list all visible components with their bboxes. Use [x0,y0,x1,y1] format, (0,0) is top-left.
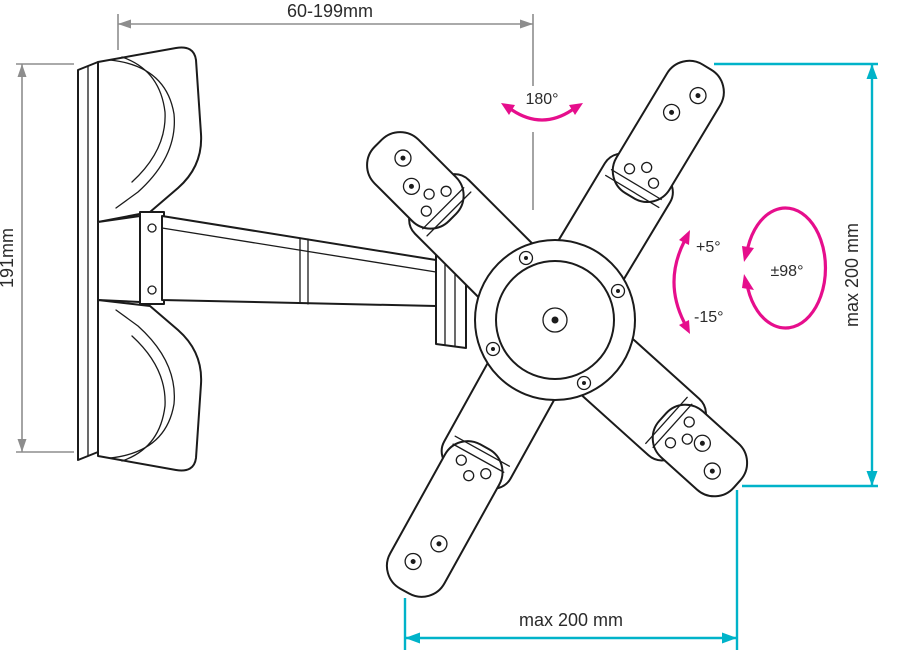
arm-outer-bracket [611,59,725,203]
pivot-block [139,211,165,305]
joint-hole [641,161,653,174]
rotation-annotation: 180° [501,91,583,210]
vesa-plate [366,59,749,598]
arm-beam-face-line [161,227,437,273]
joint-hole [455,454,467,466]
ring-hole-center [616,289,620,293]
rotation-arrowhead-left [501,103,515,115]
arm-seam-1 [645,396,688,445]
arm-seam-1 [426,191,472,237]
swivel-arrowhead-top [742,246,754,262]
arrowhead-bottom [17,439,27,452]
swivel-arrowhead-bottom [742,274,754,290]
joint-hole [683,416,695,428]
top-cover-curve-inner [121,56,166,183]
arrowhead-top [866,64,878,79]
arm-seam-2 [422,187,465,230]
screw-hole-center [400,155,406,161]
arrowhead-top [17,64,27,77]
wall-bracket [77,46,203,472]
ring-hole-center [582,381,586,385]
joint-hole [681,433,693,445]
bracket-height-label: 191mm [0,228,17,288]
pivot-screw-top [147,223,157,233]
arrowhead-left [118,19,131,29]
arrowhead-right [520,19,533,29]
screw-hole-center [669,109,675,115]
bottom-cover [97,299,203,472]
top-cover [97,46,203,223]
arm-beam [161,215,437,307]
tilt-arrowhead-down [679,320,690,334]
arm-seam-1 [454,435,511,467]
vesa-vertical-label: max 200 mm [842,223,862,327]
swivel-annotation: ±98° [742,206,828,330]
rotation-label: 180° [525,91,558,108]
swivel-label: ±98° [771,263,804,280]
ring-hole-center [524,256,528,260]
bottom-cover-curve-outer [109,309,176,459]
screw-hole-center [436,541,442,547]
joint-hole [420,205,432,217]
pivot-screw-bottom [147,285,157,295]
rotation-arc [510,108,574,122]
vesa-horizontal-label: max 200 mm [519,610,623,630]
tilt-up-label: +5° [696,239,721,256]
joint-hole [623,163,636,175]
dimension-bottom: max 200 mm [403,490,739,650]
screw-hole-center [695,93,701,99]
ring-hole-center [491,347,495,351]
arm-seam-1 [605,174,660,209]
joint-hole [463,470,475,482]
screw-hole-center [410,558,416,564]
joint-hole [480,468,492,480]
top-cover-curve-outer [109,59,176,209]
arrowhead-right [722,632,737,644]
middle-section [97,215,141,303]
arrowhead-bottom [866,471,878,486]
vesa-center [474,239,636,401]
screw-hole-center [709,468,715,474]
arm-seam-2 [652,403,693,448]
dimension-top: 60-199mm [117,1,534,86]
dimension-left: 191mm [0,63,74,453]
screw-hole-center [408,183,414,189]
rotation-arrowhead-right [569,103,583,115]
joint-hole [664,437,677,449]
dimension-right: max 200 mm [714,62,878,488]
joint-hole [647,177,660,189]
screw-hole-center [699,440,705,446]
joint-hole [423,188,435,200]
joint-hole [440,185,452,197]
bottom-cover-curve-inner [121,335,166,462]
tilt-arc [672,240,686,324]
arm-seam-2 [452,443,505,473]
arm-extension-label: 60-199mm [287,1,373,21]
tilt-arrowhead-up [679,230,690,245]
arrowhead-left [405,632,420,644]
swivel-ellipse-arc [746,206,828,330]
arm-outer-bracket [385,440,504,598]
center-hole-dot [551,316,559,324]
tilt-down-label: -15° [694,309,724,326]
tilt-annotation: +5° -15° [672,230,724,334]
arm-seam-2 [610,168,662,201]
